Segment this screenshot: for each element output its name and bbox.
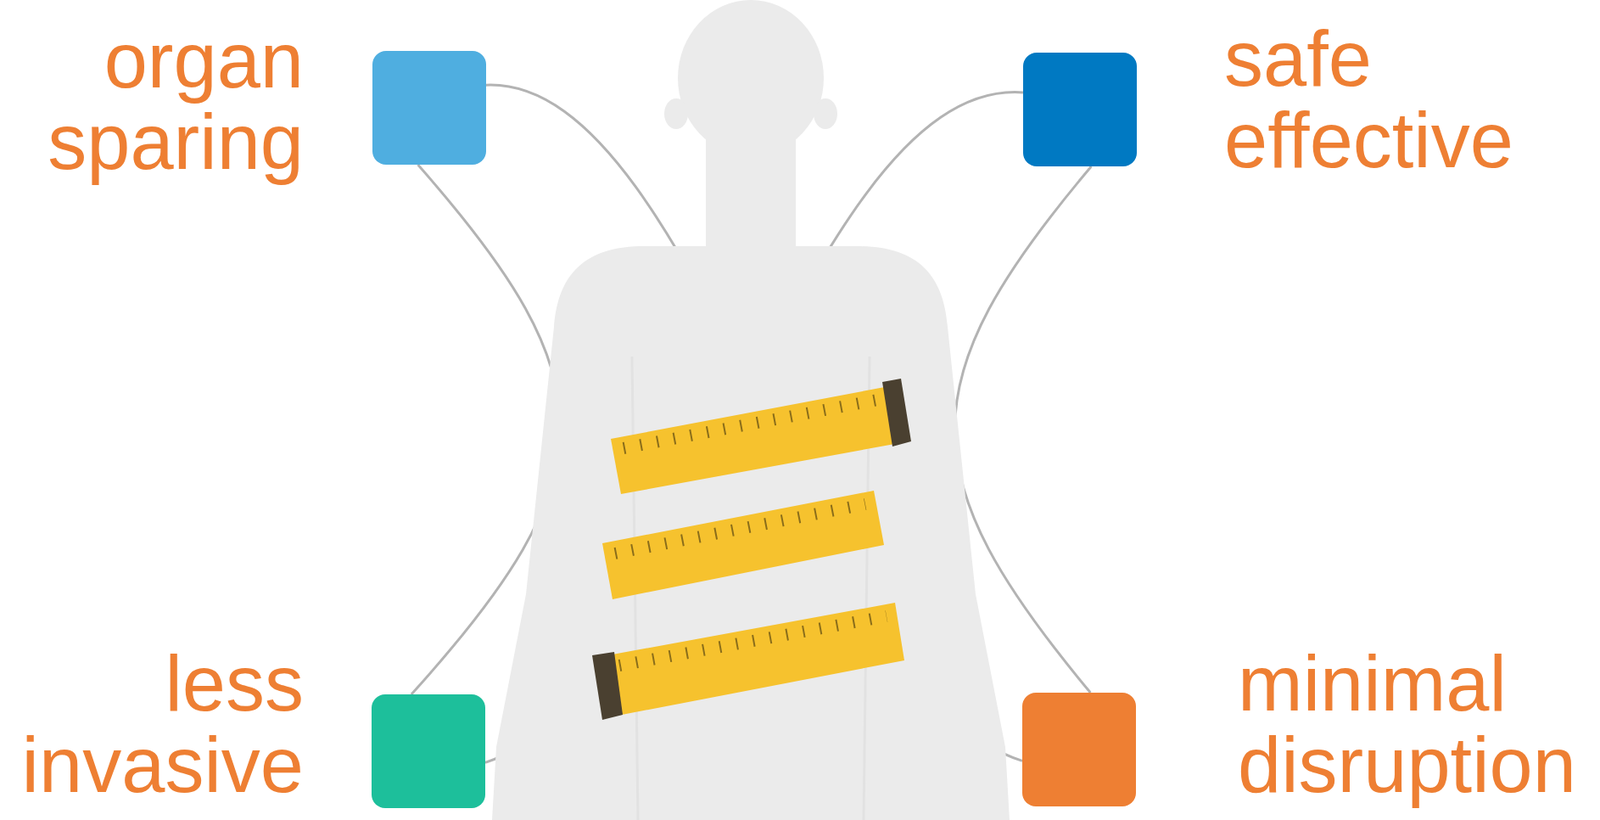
side-label: organ sparing — [15, 19, 304, 183]
tape-ticks — [615, 503, 866, 554]
colored-square: minimal disruption — [1022, 692, 1136, 806]
tape-band — [593, 602, 905, 718]
side-label: safe effective — [1224, 17, 1547, 181]
tape-end — [882, 378, 912, 447]
neck — [705, 127, 796, 263]
silhouette — [492, 0, 1010, 820]
colored-square: organ sparing — [372, 50, 487, 165]
tape-band — [610, 386, 900, 494]
side-label: less invasive — [6, 642, 304, 806]
tape-end — [592, 651, 623, 720]
measuring-tape — [610, 378, 912, 494]
ear — [664, 98, 689, 129]
tape-ticks — [619, 615, 887, 666]
tape-band — [602, 490, 884, 599]
torso — [492, 246, 1010, 820]
ear — [813, 98, 838, 129]
measuring-tape — [592, 602, 905, 720]
tape-ticks — [623, 398, 883, 448]
colored-square: less invasive — [371, 693, 486, 808]
measuring-tape — [602, 490, 884, 599]
side-label: minimal disruption — [1237, 642, 1595, 806]
colored-square: safe effective — [1023, 52, 1137, 167]
